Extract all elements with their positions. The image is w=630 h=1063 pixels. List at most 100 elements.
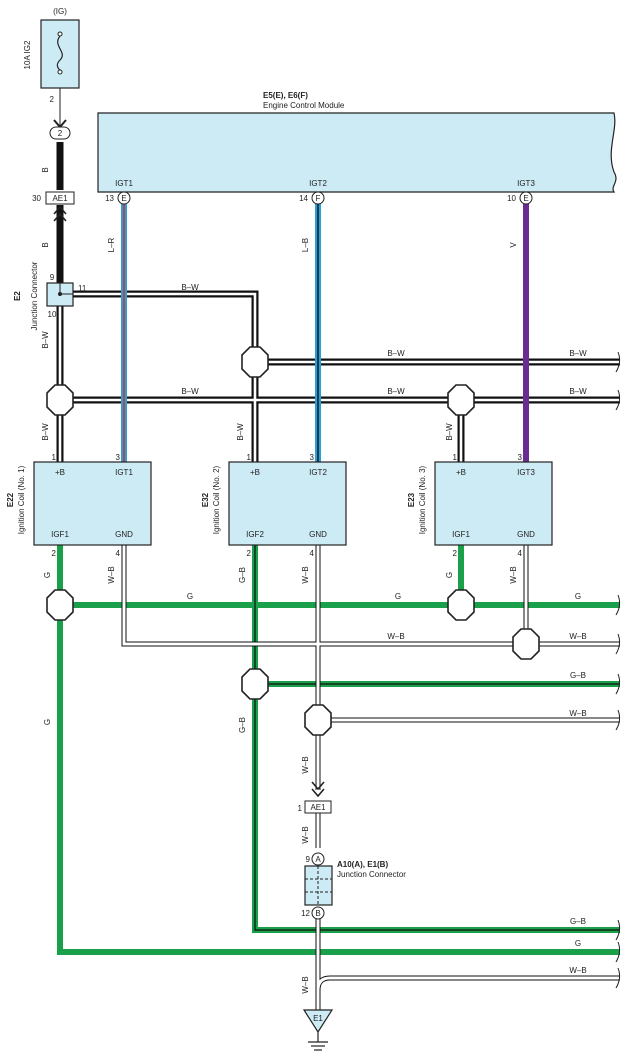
svg-text:B–W: B–W [569, 387, 587, 396]
svg-text:2: 2 [52, 549, 57, 558]
svg-text:+B: +B [456, 468, 466, 477]
connector-2: 2 [49, 126, 71, 140]
svg-text:E2: E2 [13, 291, 22, 301]
svg-text:G–B: G–B [238, 567, 247, 583]
svg-text:B–W: B–W [387, 387, 405, 396]
svg-text:2: 2 [247, 549, 252, 558]
svg-text:GND: GND [309, 530, 327, 539]
svg-text:11: 11 [78, 284, 87, 293]
svg-text:E22: E22 [6, 492, 15, 507]
svg-text:13: 13 [105, 194, 114, 203]
svg-text:B–W: B–W [181, 283, 199, 292]
fuse-symbol-icon [56, 35, 63, 71]
splice-points [46, 346, 540, 736]
svg-text:3: 3 [116, 453, 121, 462]
svg-text:1: 1 [52, 453, 57, 462]
svg-text:4: 4 [310, 549, 315, 558]
connector-ae1-top: 30 AE1 [32, 191, 75, 222]
svg-text:E23: E23 [407, 492, 416, 507]
svg-text:G: G [43, 719, 52, 725]
svg-text:F: F [316, 194, 321, 203]
svg-text:B–W: B–W [236, 423, 245, 441]
svg-text:W–B: W–B [569, 966, 586, 975]
svg-text:30: 30 [32, 194, 41, 203]
ground-e1: E1 [302, 1009, 334, 1051]
svg-text:W–B: W–B [569, 709, 586, 718]
svg-text:Ignition Coil (No. 2): Ignition Coil (No. 2) [212, 465, 221, 534]
ignition-coil-2: 1 3 +B IGT2 IGF2 GND 2 4 E32 Ignition Co… [201, 453, 347, 558]
svg-text:E1: E1 [313, 1014, 323, 1023]
svg-text:E5(E), E6(F): E5(E), E6(F) [263, 91, 308, 100]
fuse-pin: 2 [50, 95, 55, 104]
wire-w-b [121, 545, 620, 1010]
svg-text:G: G [575, 939, 581, 948]
svg-text:IGT2: IGT2 [309, 468, 327, 477]
svg-text:1: 1 [298, 804, 303, 813]
svg-text:W–B: W–B [509, 566, 518, 583]
svg-text:V: V [509, 242, 518, 248]
svg-text:E: E [121, 194, 126, 203]
svg-text:IGT2: IGT2 [309, 179, 327, 188]
svg-text:W–B: W–B [301, 826, 310, 843]
svg-text:B: B [315, 909, 320, 918]
svg-text:AE1: AE1 [52, 194, 68, 203]
junction-connector-a10: 9 A 12 B A10(A), E1(B) Junction Connecto… [301, 852, 406, 920]
svg-text:GND: GND [517, 530, 535, 539]
svg-text:3: 3 [518, 453, 523, 462]
svg-text:IGF1: IGF1 [452, 530, 470, 539]
svg-text:IGT3: IGT3 [517, 468, 535, 477]
wire-g [57, 545, 620, 955]
svg-text:GND: GND [115, 530, 133, 539]
svg-text:14: 14 [299, 194, 308, 203]
wire-labels-lower: G W–B G–B W–B G W–B G G G W–B W–B G–B W–… [43, 566, 587, 993]
junction-connector-e2: 9 10 11 E2 Junction Connector [13, 261, 87, 330]
fuse-name: 10A IG2 [23, 40, 32, 69]
svg-text:L–B: L–B [301, 238, 310, 252]
svg-text:AE1: AE1 [310, 803, 326, 812]
fuse-10a-ig2: (IG) 10A IG2 2 [23, 7, 80, 104]
svg-text:9: 9 [306, 855, 311, 864]
svg-text:B–W: B–W [41, 423, 50, 441]
svg-text:E: E [523, 194, 528, 203]
svg-text:4: 4 [518, 549, 523, 558]
svg-text:2: 2 [453, 549, 458, 558]
svg-text:+B: +B [55, 468, 65, 477]
svg-text:Junction Connector: Junction Connector [337, 870, 406, 879]
svg-text:G: G [187, 592, 193, 601]
svg-text:W–B: W–B [107, 566, 116, 583]
ground-icon [308, 1032, 328, 1051]
svg-text:W–B: W–B [301, 566, 310, 583]
svg-text:IGF2: IGF2 [246, 530, 264, 539]
svg-text:Engine Control Module: Engine Control Module [263, 101, 345, 110]
fuse-circuit-label: (IG) [53, 7, 67, 16]
svg-text:3: 3 [310, 453, 315, 462]
arrow-up-icon [53, 205, 67, 222]
svg-text:IGF1: IGF1 [51, 530, 69, 539]
svg-text:+B: +B [250, 468, 260, 477]
svg-text:G: G [395, 592, 401, 601]
svg-text:A10(A), E1(B): A10(A), E1(B) [337, 860, 388, 869]
svg-text:W–B: W–B [387, 632, 404, 641]
svg-text:L–R: L–R [107, 237, 116, 252]
connector-ae1-bottom: 1 AE1 [298, 781, 332, 814]
wire-label-b: B [41, 167, 50, 172]
svg-text:2: 2 [58, 129, 63, 138]
svg-text:10: 10 [48, 310, 57, 319]
svg-text:4: 4 [116, 549, 121, 558]
svg-text:Ignition Coil (No. 3): Ignition Coil (No. 3) [418, 465, 427, 534]
svg-text:Ignition Coil (No. 1): Ignition Coil (No. 1) [17, 465, 26, 534]
svg-text:B–W: B–W [41, 331, 50, 349]
wire-b-w [56, 290, 620, 462]
svg-text:W–B: W–B [301, 756, 310, 773]
ignition-coil-3: 1 3 +B IGT3 IGF1 GND 2 4 E23 Ignition Co… [407, 453, 553, 558]
svg-text:IGT1: IGT1 [115, 468, 133, 477]
engine-control-module: E5(E), E6(F) Engine Control Module IGT1 … [97, 91, 617, 205]
svg-text:B–W: B–W [181, 387, 199, 396]
svg-text:B–W: B–W [445, 423, 454, 441]
svg-text:W–B: W–B [301, 976, 310, 993]
svg-text:Junction Connector: Junction Connector [30, 261, 39, 330]
wire-labels-upper: L–R L–B V B–W B–W B–W B–W B–W B–W B–W B–… [41, 237, 587, 440]
svg-text:A: A [315, 855, 321, 864]
svg-text:B–W: B–W [569, 349, 587, 358]
svg-text:G–B: G–B [570, 671, 586, 680]
